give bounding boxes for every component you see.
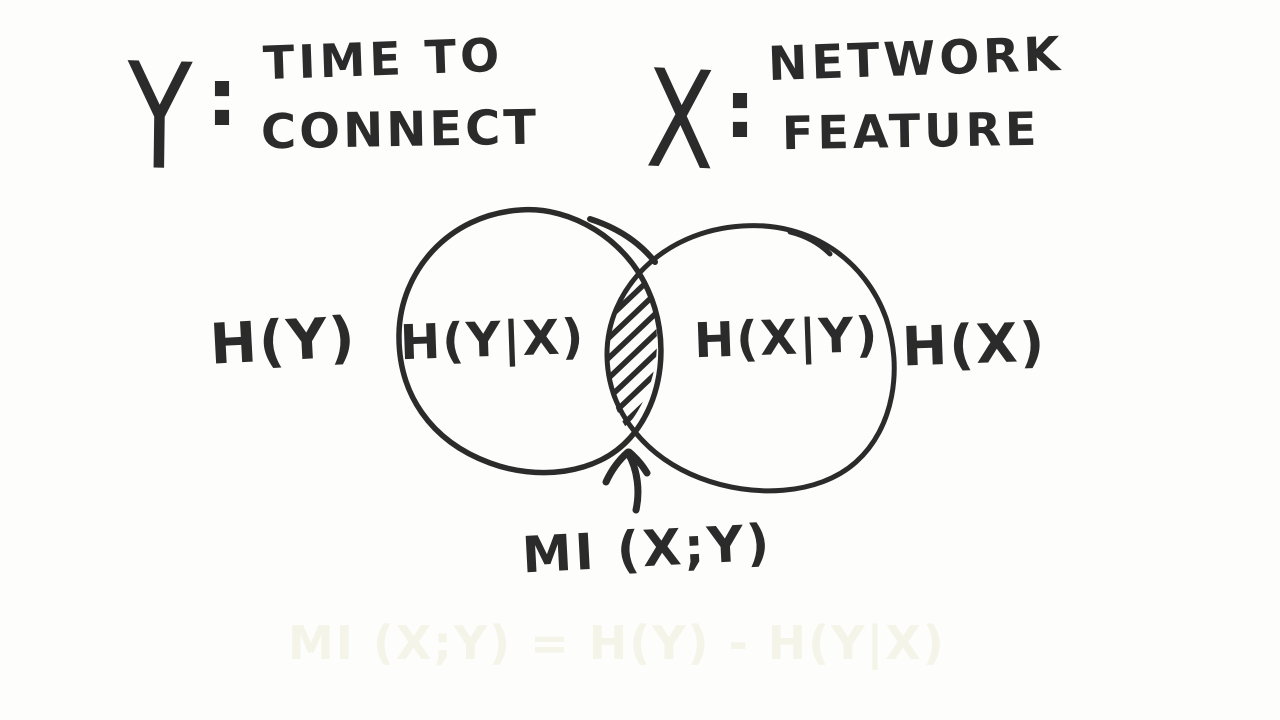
x-definition-line2: FEATURE xyxy=(781,101,1041,161)
conditional-entropy-x-given-y-label: H(X|Y) xyxy=(693,306,881,370)
x-colon: : xyxy=(724,63,758,156)
y-variable-symbol: Y xyxy=(126,31,195,203)
y-colon: : xyxy=(206,51,240,144)
x-variable-symbol: X xyxy=(644,39,719,202)
ghost-mutual-information-equation: MI (X;Y) = H(Y) - H(Y|X) xyxy=(288,616,946,670)
x-definition-line1: NETWORK xyxy=(767,26,1065,93)
left-circle-stroke-tail xyxy=(587,216,658,265)
y-definition-line1: TIME TO xyxy=(262,27,505,91)
y-definition-line2: CONNECT xyxy=(260,99,540,161)
arrow-up-icon xyxy=(602,448,651,514)
mutual-information-label: MI (X;Y) xyxy=(520,513,774,585)
entropy-x-label: H(X) xyxy=(900,310,1048,379)
overlap-hatching xyxy=(606,222,657,474)
right-circle-stroke-tail xyxy=(787,229,833,257)
conditional-entropy-y-given-x-label: H(Y|X) xyxy=(399,308,587,372)
entropy-y-label: H(Y) xyxy=(208,305,359,378)
